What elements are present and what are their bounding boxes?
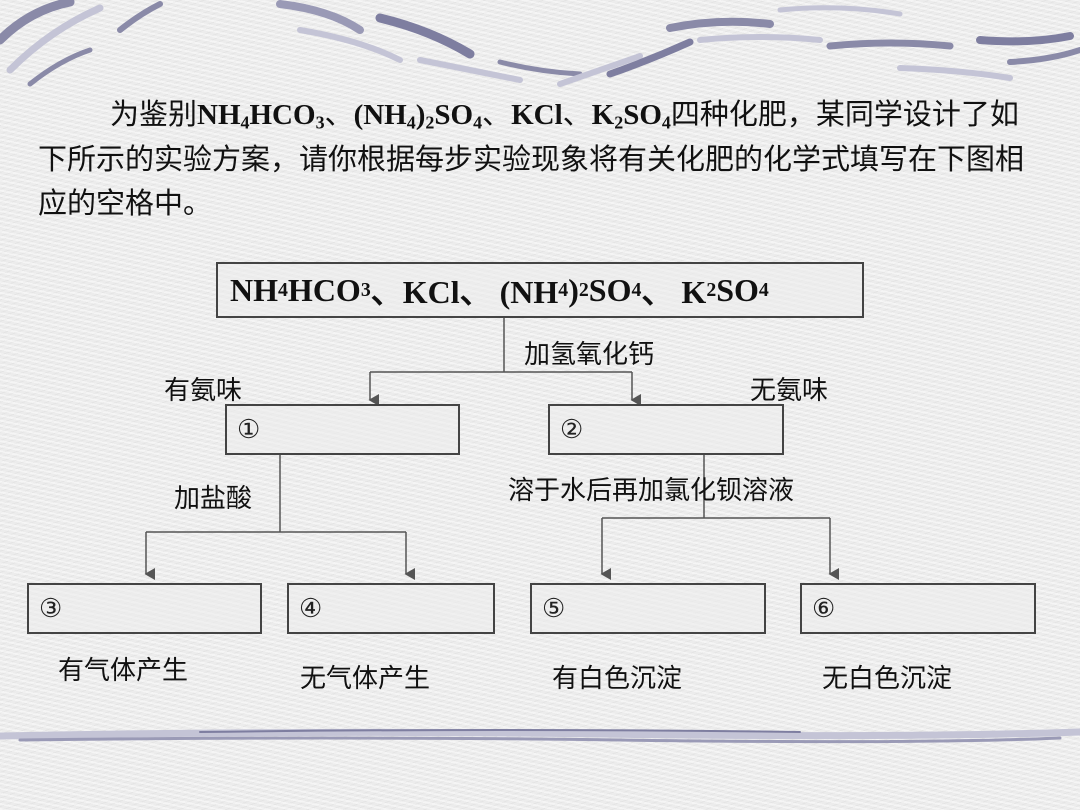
answer-box-3[interactable]: ③ xyxy=(27,583,262,634)
no-ammonia-smell-label: 无氨味 xyxy=(750,376,829,406)
gas-produced-label: 有气体产生 xyxy=(58,656,189,686)
decorative-brush-strokes-top xyxy=(0,0,1080,87)
box-number-5: ⑤ xyxy=(542,593,566,624)
reagent-hydrochloric-acid-label: 加盐酸 xyxy=(174,484,253,514)
white-precipitate-label: 有白色沉淀 xyxy=(552,664,683,694)
box-number-2: ② xyxy=(560,414,584,445)
no-gas-produced-label: 无气体产生 xyxy=(300,664,431,694)
no-white-precipitate-label: 无白色沉淀 xyxy=(822,664,953,694)
reagent-calcium-hydroxide-label: 加氢氧化钙 xyxy=(524,340,655,370)
box-number-3: ③ xyxy=(39,593,63,624)
answer-box-5[interactable]: ⑤ xyxy=(530,583,766,634)
box-number-6: ⑥ xyxy=(812,593,836,624)
answer-box-2[interactable]: ② xyxy=(548,404,784,455)
answer-box-6[interactable]: ⑥ xyxy=(800,583,1036,634)
answer-box-1[interactable]: ① xyxy=(225,404,460,455)
answer-box-4[interactable]: ④ xyxy=(287,583,495,634)
reagent-barium-chloride-label: 溶于水后再加氯化钡溶液 xyxy=(508,476,795,506)
ammonia-smell-label: 有氨味 xyxy=(164,376,243,406)
box-number-1: ① xyxy=(237,414,261,445)
question-text: 为鉴别NH4HCO3、(NH4)2SO4、KCl、K2SO4四种化肥，某同学设计… xyxy=(38,97,1025,220)
box-number-4: ④ xyxy=(299,593,323,624)
decorative-brush-strokes-bottom xyxy=(0,728,1080,744)
